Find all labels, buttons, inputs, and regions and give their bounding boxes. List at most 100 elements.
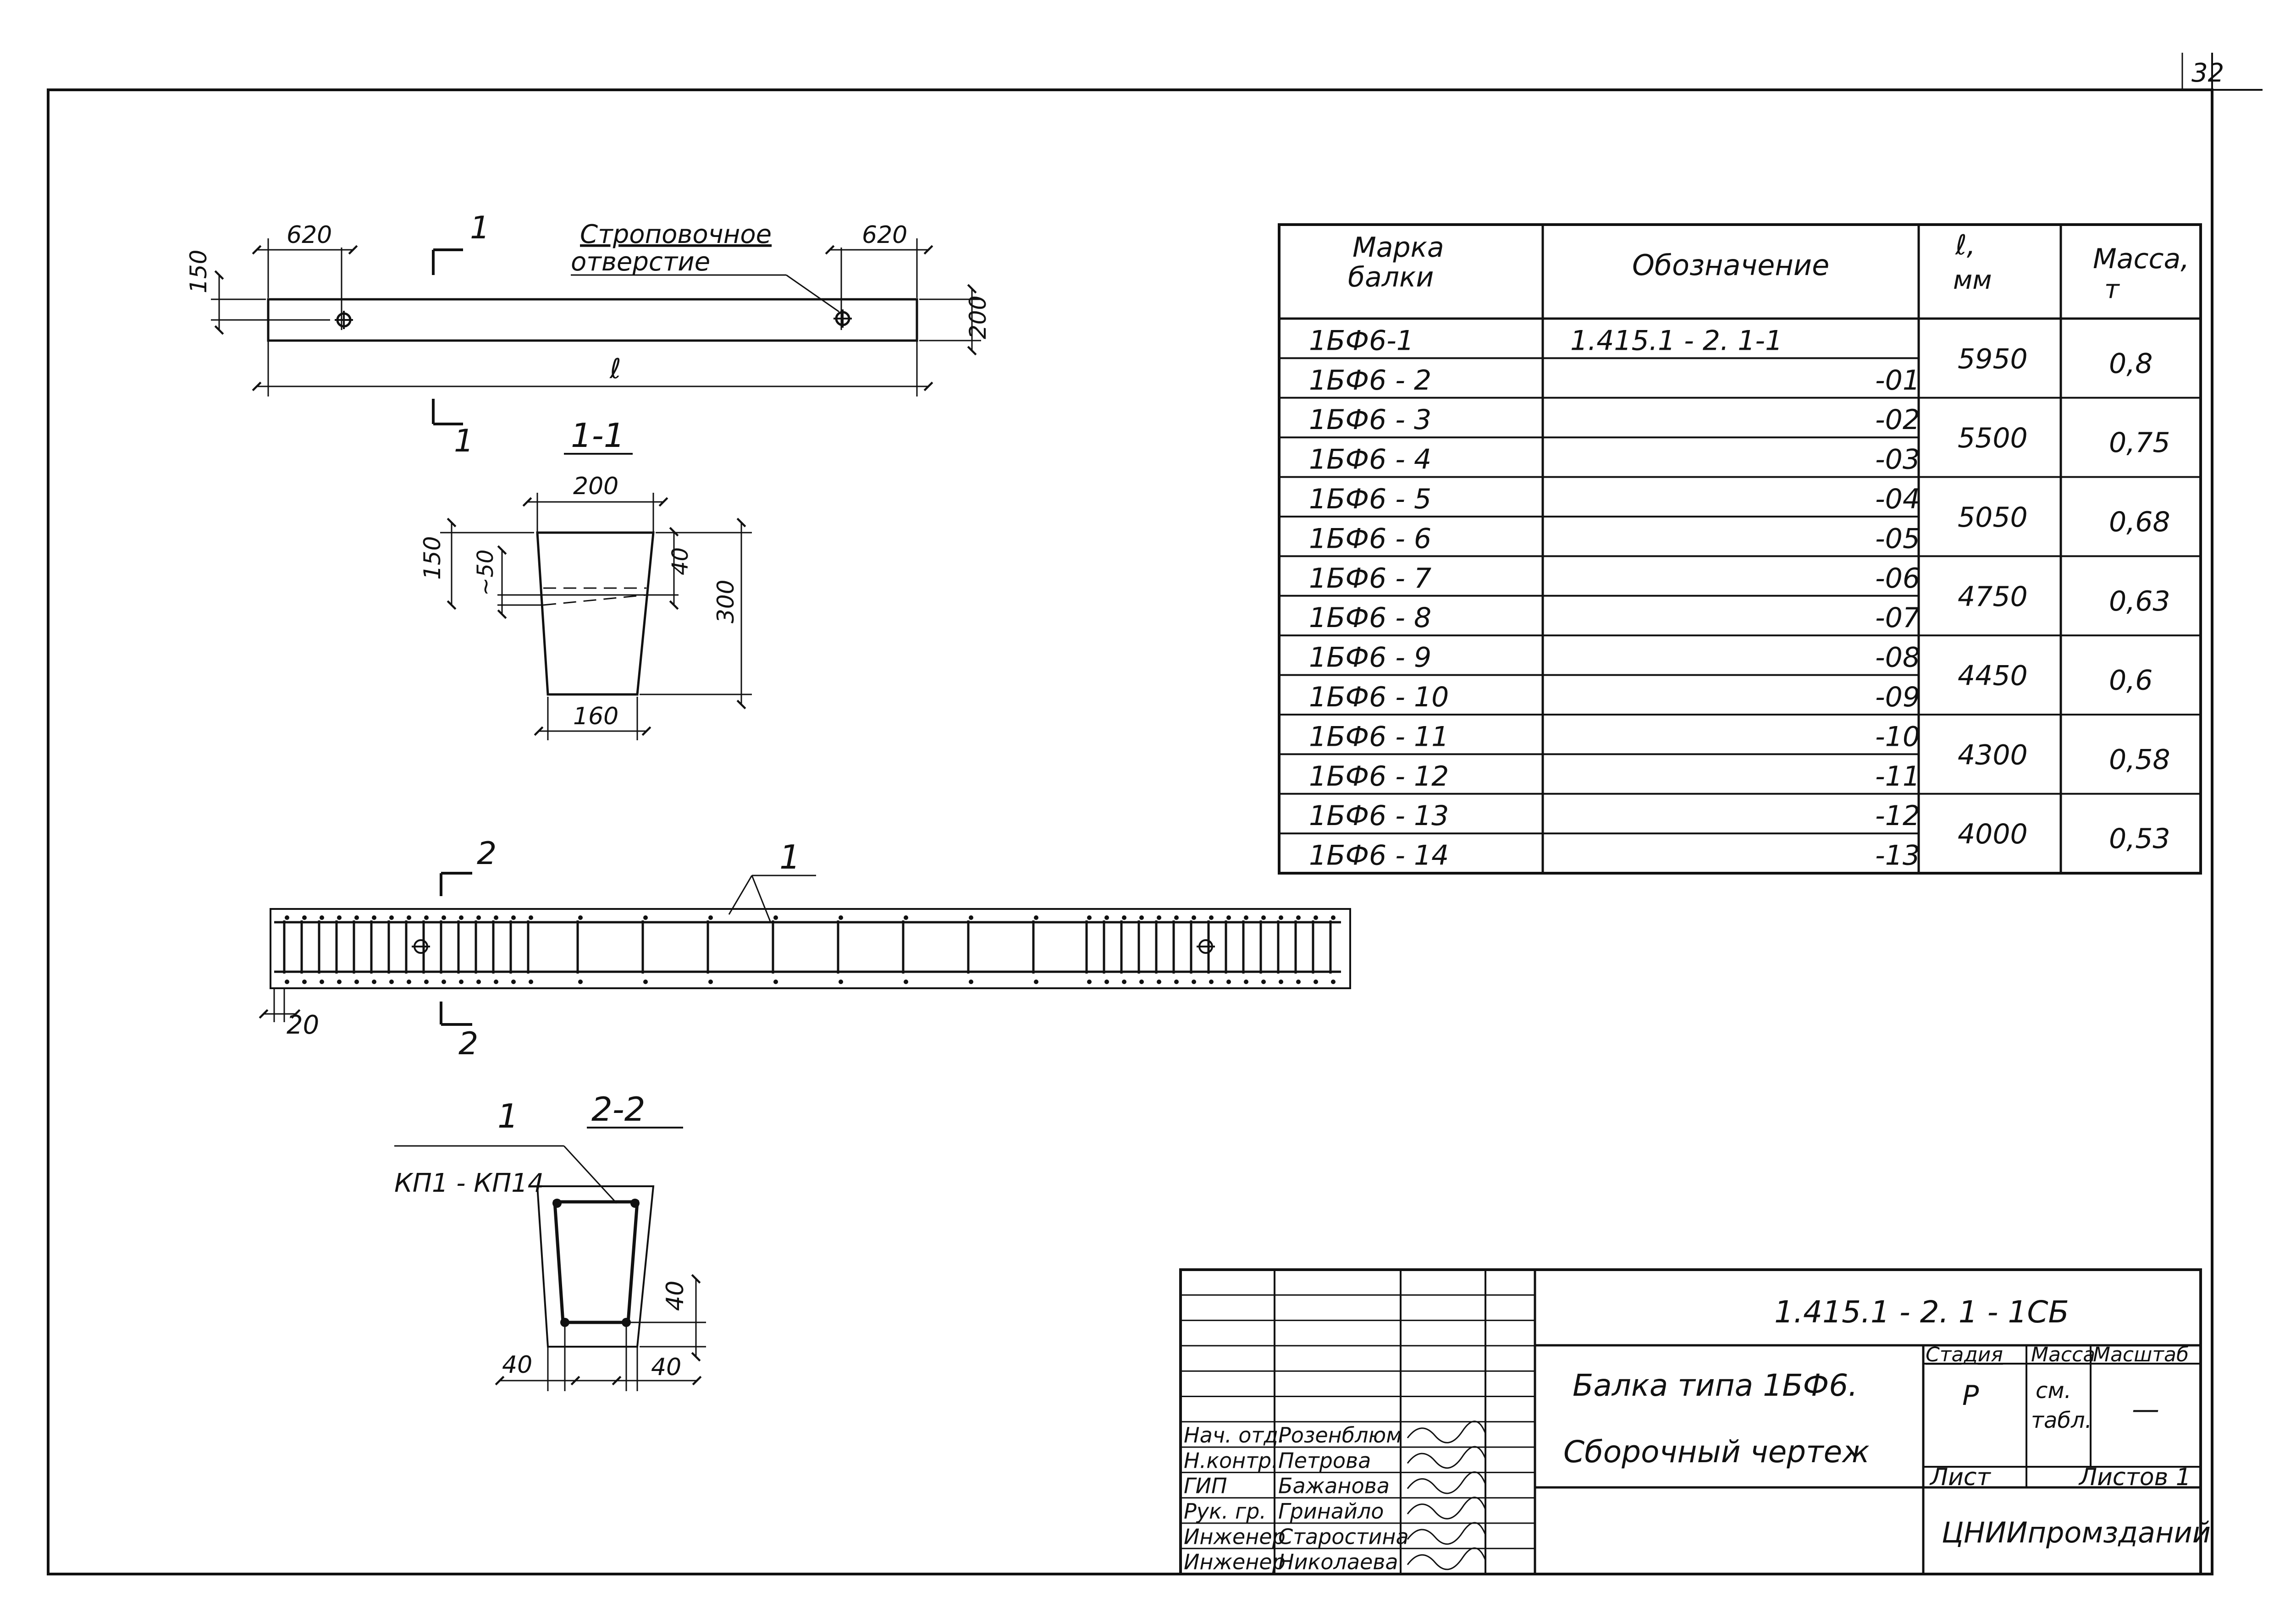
signature-scribble — [1407, 1522, 1486, 1545]
table-row-mark: 1БФ6 - 12 — [1309, 760, 1449, 793]
table-row-designation: -07 — [1875, 602, 1920, 634]
section-2-cages: КП1 - КП14 — [394, 1168, 544, 1198]
section-2-dim-40-bottom-left: 40 — [502, 1351, 532, 1379]
signature-role: Инженер — [1184, 1524, 1286, 1549]
tb-sheet-label: Лист — [1929, 1464, 1991, 1491]
section-1-dim-40: 40 — [668, 547, 693, 575]
table-row-mark: 1БФ6 - 2 — [1309, 364, 1431, 396]
table-row-designation: -12 — [1875, 800, 1920, 832]
rebar-position-mark: 1 — [779, 838, 800, 876]
section-2-2: 2-2 1 КП1 - КП14 40 40 40 — [394, 1090, 706, 1391]
section-2-position-mark: 1 — [497, 1097, 519, 1135]
tb-sheets-label: Листов 1 — [2078, 1464, 2191, 1491]
table-group-mass: 0,53 — [2109, 823, 2170, 855]
signature-role: Рук. гр. — [1184, 1499, 1266, 1524]
dim-end-right: 620 — [862, 221, 907, 249]
signature-name: Гринайло — [1278, 1499, 1384, 1524]
signature-role: ГИП — [1184, 1474, 1227, 1498]
table-row-mark: 1БФ6-1 — [1309, 325, 1414, 357]
signature-scribble — [1407, 1446, 1486, 1469]
table-group-length: 4450 — [1958, 660, 2028, 692]
table-group-mass: 0,58 — [2109, 743, 2170, 776]
table-row-designation: -05 — [1875, 523, 1920, 555]
signature-role: Инженер — [1184, 1550, 1286, 1574]
signature-role: Нач. отд. — [1184, 1423, 1285, 1448]
beam-elevation: 620 620 150 200 ℓ 1 1 Строповочное отвер… — [185, 210, 991, 459]
section-1-dim-300: 300 — [712, 580, 739, 623]
section-1-1-title: 1-1 — [571, 416, 625, 455]
section-1-dim-bottom: 160 — [573, 703, 618, 730]
dim-offset: 150 — [185, 250, 212, 293]
header-mass-line1: Масса, — [2093, 243, 2189, 275]
table-row-mark: 1БФ6 - 3 — [1309, 404, 1431, 436]
table-row-designation: -08 — [1875, 642, 1920, 674]
table-row-mark: 1БФ6 - 13 — [1309, 800, 1449, 832]
table-row-designation: -01 — [1875, 364, 1920, 396]
page-number: 32 — [2191, 58, 2224, 88]
table-row-designation: -11 — [1875, 760, 1920, 793]
signature-scribble — [1407, 1471, 1486, 1494]
rebar-dim-cover: 20 — [287, 1010, 319, 1040]
table-row-designation: -09 — [1875, 681, 1920, 713]
callout-sling-hole-line1: Строповочное — [580, 220, 772, 249]
table-group-mass: 0,75 — [2109, 427, 2170, 459]
title-block: 1.415.1 - 2. 1 - 1СБ Балка типа 1БФ6. Сб… — [1179, 1268, 2211, 1575]
signature-name: Старостина — [1278, 1524, 1409, 1549]
tb-name-line1: Балка типа 1БФ6. — [1573, 1368, 1858, 1403]
header-designation: Обозначение — [1632, 248, 1829, 282]
dim-length: ℓ — [609, 353, 621, 385]
header-length-line2: мм — [1953, 265, 1992, 295]
section-1-dim-150: 150 — [419, 536, 446, 580]
table-row-designation: -06 — [1875, 562, 1920, 595]
table-row-mark: 1БФ6 - 8 — [1309, 602, 1431, 634]
callout-sling-hole-line2: отверстие — [571, 247, 710, 277]
section-2-dim-40-bottom-right: 40 — [651, 1354, 681, 1381]
tb-mass-value-1: см. — [2036, 1378, 2071, 1404]
tb-name-line2: Сборочный чертеж — [1563, 1434, 1870, 1470]
signature-name: Николаева — [1278, 1550, 1398, 1574]
frame: 32 — [47, 53, 2263, 1575]
table-row-mark: 1БФ6 - 10 — [1309, 681, 1449, 713]
table-group-length: 4000 — [1958, 818, 2028, 850]
table-row-designation: -02 — [1875, 404, 1920, 436]
section-1-1: 1-1 200 160 150 ~50 40 300 — [419, 416, 752, 740]
table-row-mark: 1БФ6 - 6 — [1309, 523, 1431, 555]
signature-name: Бажанова — [1278, 1474, 1390, 1498]
tb-designation: 1.415.1 - 2. 1 - 1СБ — [1774, 1294, 2069, 1330]
table-group-length: 4750 — [1958, 581, 2028, 613]
tb-organization: ЦНИИпромзданий — [1942, 1516, 2211, 1549]
header-mass-line2: т — [2104, 275, 2120, 304]
table-row-mark: 1БФ6 - 7 — [1309, 562, 1431, 595]
signature-scribble — [1407, 1420, 1486, 1443]
table-group-mass: 0,6 — [2109, 665, 2153, 697]
section-2-dim-40-right: 40 — [662, 1281, 689, 1311]
signature-scribble — [1407, 1497, 1486, 1519]
header-mark-line1: Марка — [1352, 231, 1444, 264]
tb-scale-value: — — [2132, 1393, 2159, 1426]
signature-role: Н.контр. — [1184, 1448, 1278, 1473]
rebar-section-mark-top: 2 — [477, 836, 497, 872]
tb-mass-value-2: табл. — [2031, 1408, 2092, 1433]
header-mark-line2: балки — [1348, 261, 1434, 293]
section-mark-bottom: 1 — [454, 423, 474, 459]
signature-scribble — [1407, 1547, 1486, 1570]
table-group-length: 5050 — [1958, 501, 2028, 534]
section-1-dim-top: 200 — [573, 473, 618, 500]
table-row-designation: -04 — [1875, 483, 1920, 515]
rebar-section-mark-bottom: 2 — [458, 1026, 478, 1062]
section-1-dim-50: ~50 — [473, 550, 498, 596]
table-group-mass: 0,63 — [2109, 585, 2170, 617]
table-group-length: 5950 — [1958, 343, 2028, 375]
table-row-mark: 1БФ6 - 5 — [1309, 483, 1431, 515]
table-row-designation: -10 — [1875, 721, 1920, 753]
table-row-mark: 1БФ6 - 14 — [1309, 840, 1449, 872]
table-row-mark: 1БФ6 - 9 — [1309, 642, 1431, 674]
tb-stage-value: Р — [1962, 1380, 1979, 1412]
dim-height: 200 — [965, 296, 991, 339]
table-group-length: 5500 — [1958, 422, 2028, 454]
header-length-line1: ℓ, — [1955, 229, 1976, 261]
table-group-mass: 0,68 — [2109, 506, 2170, 538]
table-row-mark: 1БФ6 - 4 — [1309, 444, 1431, 476]
table-row-designation: -13 — [1875, 840, 1920, 872]
beam-schedule-table: Марка балки Обозначение ℓ, мм Масса, т 1… — [1278, 223, 2202, 875]
